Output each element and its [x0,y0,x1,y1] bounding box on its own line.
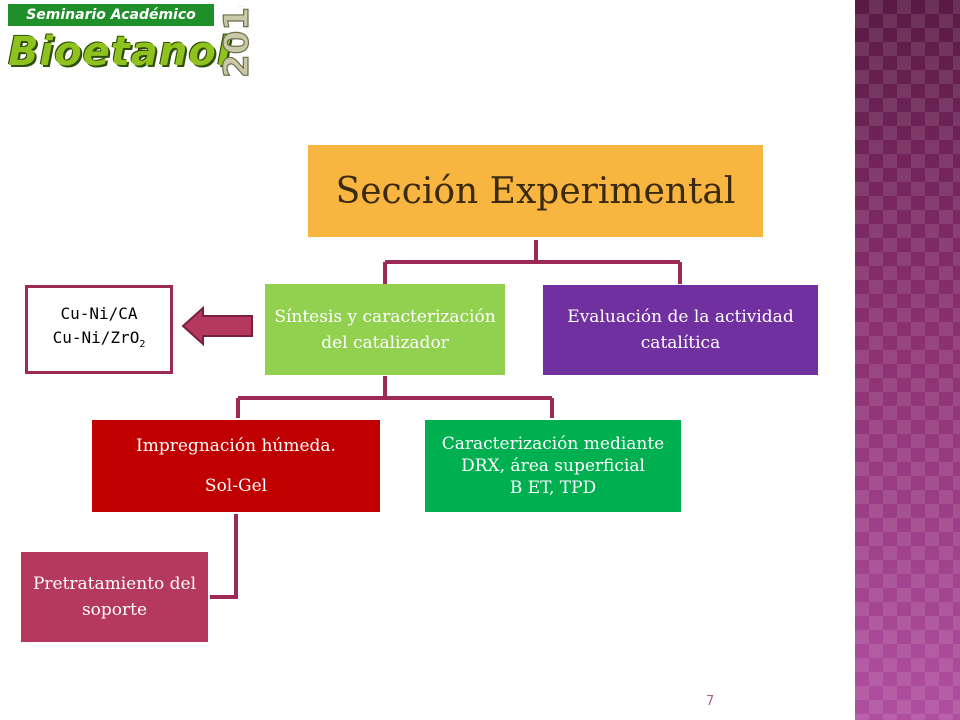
connector-root-children [383,240,682,284]
evaluation-label: Evaluación de la actividad catalítica [567,307,794,353]
logo-title: Bioetanol [8,29,232,75]
evaluation-box: Evaluación de la actividad catalítica [543,285,818,375]
impregnation-line-1: Impregnación húmeda. [136,436,336,456]
synthesis-label: Síntesis y caracterización del catalizad… [274,306,496,353]
catalyst-line-2-subscript: 2 [139,339,146,351]
logo-year-text: 2014 [217,6,257,78]
impregnation-box: Impregnación húmeda. Sol-Gel [92,420,380,512]
characterization-line-3: B ET, TPD [509,478,597,498]
impregnation-line-2: Sol-Gel [204,476,268,496]
pretreatment-box: Pretratamiento del soporte [21,552,208,642]
catalysts-box: Cu-Ni/CA Cu-Ni/ZrO2 [25,285,173,374]
decorative-side-band [855,0,960,720]
page-number: 7 [706,694,715,709]
catalyst-line-2: Cu-Ni/ZrO2 [53,326,146,357]
root-box: Sección Experimental [308,145,763,237]
characterization-box: Caracterización mediante DRX, área super… [425,420,681,512]
connector-synthesis-children [236,376,554,418]
logo-year: 2014 [216,6,257,79]
pretreatment-label: Pretratamiento del soporte [32,574,197,620]
catalyst-line-1: Cu-Ni/CA [60,303,138,323]
logo-banner: Seminario Académico [8,4,214,26]
characterization-line-1: Caracterización mediante [441,434,665,454]
synthesis-box: Síntesis y caracterización del catalizad… [265,284,505,375]
characterization-line-2: DRX, área superficial [461,456,645,476]
connector-pretreatment [210,514,238,599]
root-label: Sección Experimental [335,170,736,212]
left-arrow-icon [181,305,253,347]
catalyst-line-2-main: Cu-Ni/ZrO [52,327,140,347]
